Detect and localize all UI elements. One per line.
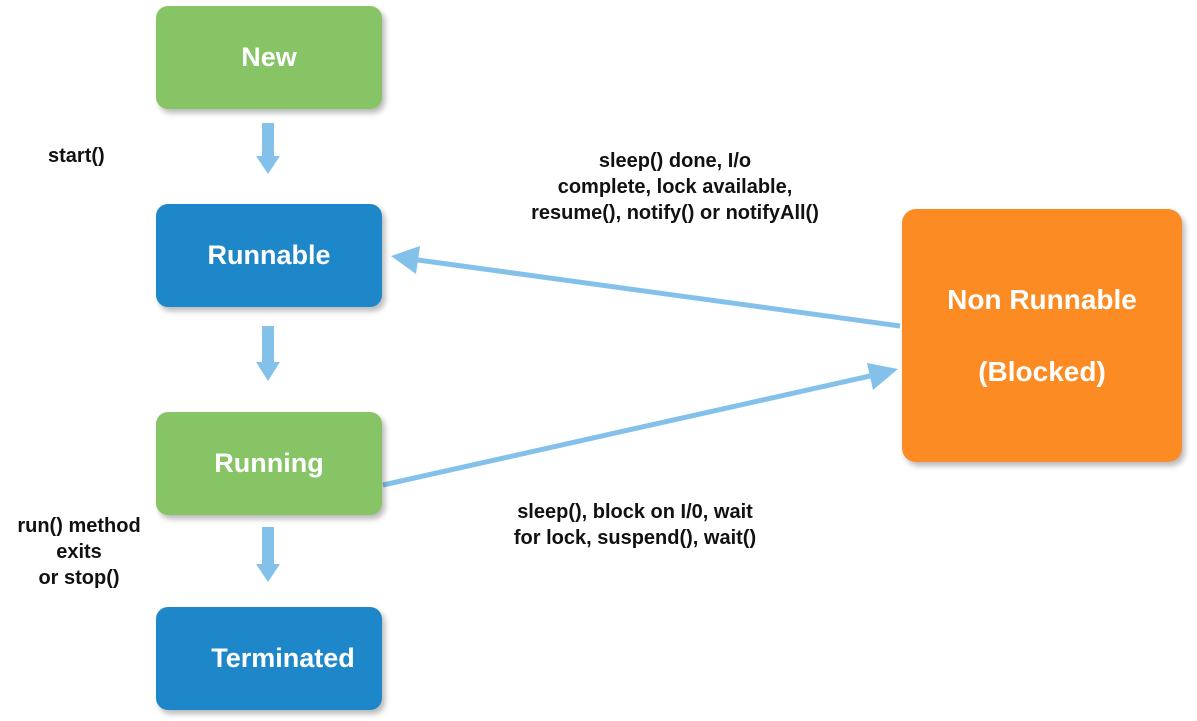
transition-to-blocked-label: sleep(), block on I/0, wait for lock, su… xyxy=(440,499,830,551)
to-runnable-line: resume(), notify() or notifyAll() xyxy=(531,202,819,224)
run-exit-line: run() method xyxy=(17,515,141,537)
to-blocked-line: for lock, suspend(), wait() xyxy=(513,527,757,549)
to-runnable-line: complete, lock available, xyxy=(557,176,793,198)
state-runnable-label: Runnable xyxy=(207,240,331,271)
arrow-new-to-runnable xyxy=(256,123,280,174)
state-non-runnable-label: Non Runnable xyxy=(947,283,1137,315)
state-new-label: New xyxy=(241,42,297,73)
state-new: New xyxy=(156,6,382,109)
to-blocked-line: sleep(), block on I/0, wait xyxy=(517,501,753,523)
to-runnable-line: sleep() done, I/o xyxy=(598,150,752,172)
state-runnable: Runnable xyxy=(156,204,382,307)
arrow-running-to-terminated xyxy=(256,527,280,582)
state-blocked-label: (Blocked) xyxy=(978,355,1106,387)
run-exit-line: or stop() xyxy=(38,567,120,589)
transition-run-exit-label: run() method exits or stop() xyxy=(0,513,158,591)
transition-start-label: start() xyxy=(48,145,105,167)
transition-to-runnable-label: sleep() done, I/o complete, lock availab… xyxy=(480,148,870,226)
state-terminated: Terminated xyxy=(156,607,382,710)
state-running: Running xyxy=(156,412,382,515)
state-running-label: Running xyxy=(214,448,324,479)
arrow-blocked-to-runnable xyxy=(391,246,901,329)
state-terminated-label: Terminated xyxy=(211,643,355,674)
state-non-runnable: Non Runnable (Blocked) xyxy=(902,209,1182,462)
arrow-running-to-blocked xyxy=(382,363,898,488)
arrow-runnable-to-running xyxy=(256,326,280,381)
run-exit-line: exits xyxy=(56,541,102,563)
